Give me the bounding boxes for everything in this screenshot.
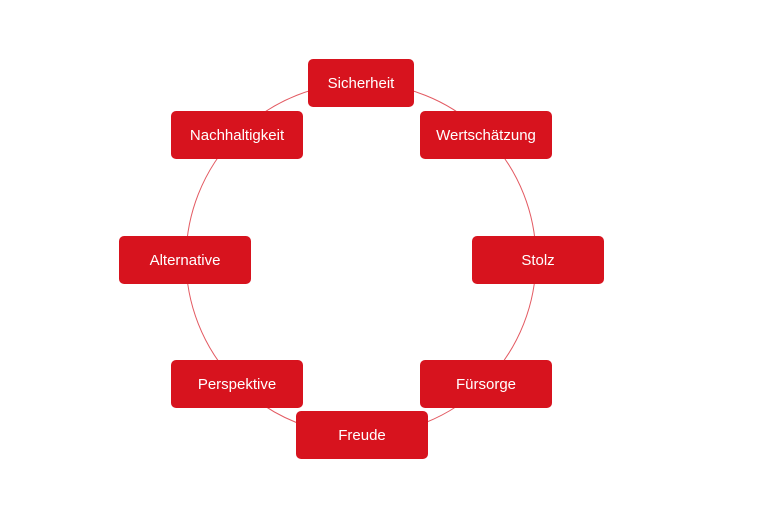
node-wertschaetzung: Wertschätzung	[420, 111, 552, 159]
node-fuersorge: Fürsorge	[420, 360, 552, 408]
node-perspektive: Perspektive	[171, 360, 303, 408]
node-label: Perspektive	[197, 375, 277, 393]
node-nachhaltigkeit: Nachhaltigkeit	[171, 111, 303, 159]
node-label: Stolz	[521, 251, 555, 269]
node-label: Alternative	[149, 251, 221, 269]
node-sicherheit: Sicherheit	[308, 59, 414, 107]
node-stolz: Stolz	[472, 236, 604, 284]
node-label: Wertschätzung	[436, 126, 536, 144]
node-label: Freude	[338, 426, 386, 444]
node-label: Fürsorge	[455, 375, 517, 393]
node-alternative: Alternative	[119, 236, 251, 284]
node-freude: Freude	[296, 411, 428, 459]
node-label: Sicherheit	[327, 74, 395, 92]
node-label: Nachhaltigkeit	[189, 126, 285, 144]
